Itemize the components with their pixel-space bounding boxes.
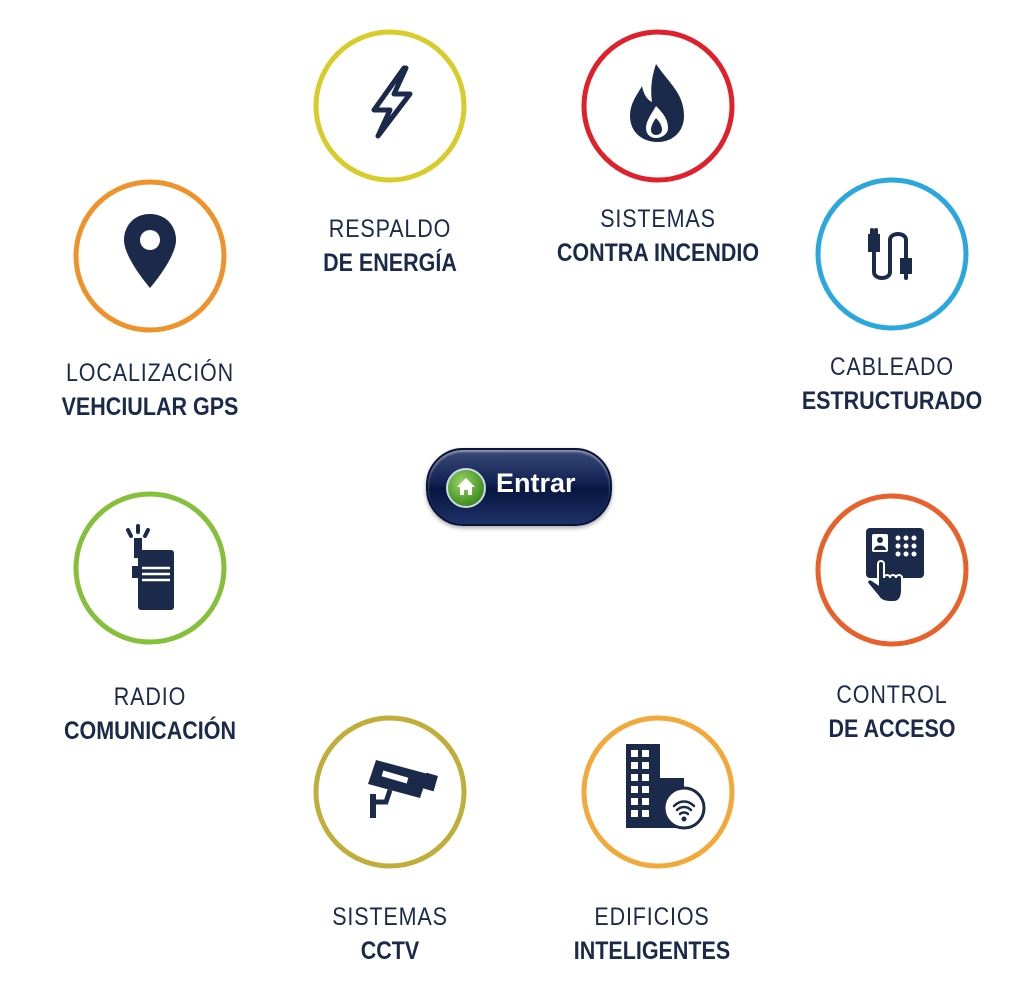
cctv-ring[interactable] [312, 714, 468, 870]
gps-line2: VEHCIULAR GPS [61, 393, 239, 421]
flame-icon [630, 64, 684, 142]
cableado-ring[interactable] [814, 176, 970, 332]
cableado-label: CABLEADO ESTRUCTURADO [742, 350, 1024, 418]
acceso-line2: DE ACCESO [828, 715, 956, 743]
acceso-label: CONTROL DE ACCESO [742, 678, 1024, 746]
acceso-line1: CONTROL [836, 681, 948, 709]
gps-ring[interactable] [72, 178, 228, 334]
cctv-line1: SISTEMAS [332, 903, 448, 931]
edificios-label: EDIFICIOS INTELIGENTES [502, 900, 802, 968]
radio-icon [126, 524, 174, 610]
acceso-ring[interactable] [814, 492, 970, 648]
respaldo-line1: RESPALDO [328, 215, 452, 243]
edificios-line1: EDIFICIOS [594, 903, 710, 931]
respaldo-ring[interactable] [312, 28, 468, 184]
cableado-line1: CABLEADO [829, 353, 954, 381]
gps-label: LOCALIZACIÓN VEHCIULAR GPS [0, 356, 300, 424]
smart-building-icon [626, 744, 706, 830]
edificios-ring[interactable] [580, 714, 736, 870]
gps-line1: LOCALIZACIÓN [65, 359, 235, 387]
radio-label: RADIO COMUNICACIÓN [0, 680, 300, 748]
incendio-ring[interactable] [580, 28, 736, 184]
radio-line1: RADIO [113, 683, 187, 711]
enter-button-label: Entrar [496, 468, 576, 498]
home-icon [446, 468, 486, 508]
incendio-label: SISTEMAS CONTRA INCENDIO [508, 202, 808, 270]
respaldo-line2: DE ENERGÍA [323, 249, 457, 277]
cableado-line2: ESTRUCTURADO [801, 387, 983, 415]
edificios-line2: INTELIGENTES [573, 937, 731, 965]
radio-ring[interactable] [72, 490, 228, 646]
cctv-line2: CCTV [360, 937, 420, 965]
security-camera-icon [368, 760, 438, 818]
cable-icon [868, 228, 912, 280]
cctv-label: SISTEMAS CCTV [240, 900, 540, 968]
lightning-bolt-icon [371, 65, 413, 139]
access-keypad-icon [866, 528, 924, 603]
radio-line2: COMUNICACIÓN [64, 717, 236, 745]
respaldo-label: RESPALDO DE ENERGÍA [240, 212, 540, 280]
enter-button[interactable]: Entrar [426, 448, 612, 526]
incendio-line2: CONTRA INCENDIO [556, 239, 760, 267]
incendio-line1: SISTEMAS [600, 205, 716, 233]
location-pin-icon [124, 214, 176, 288]
